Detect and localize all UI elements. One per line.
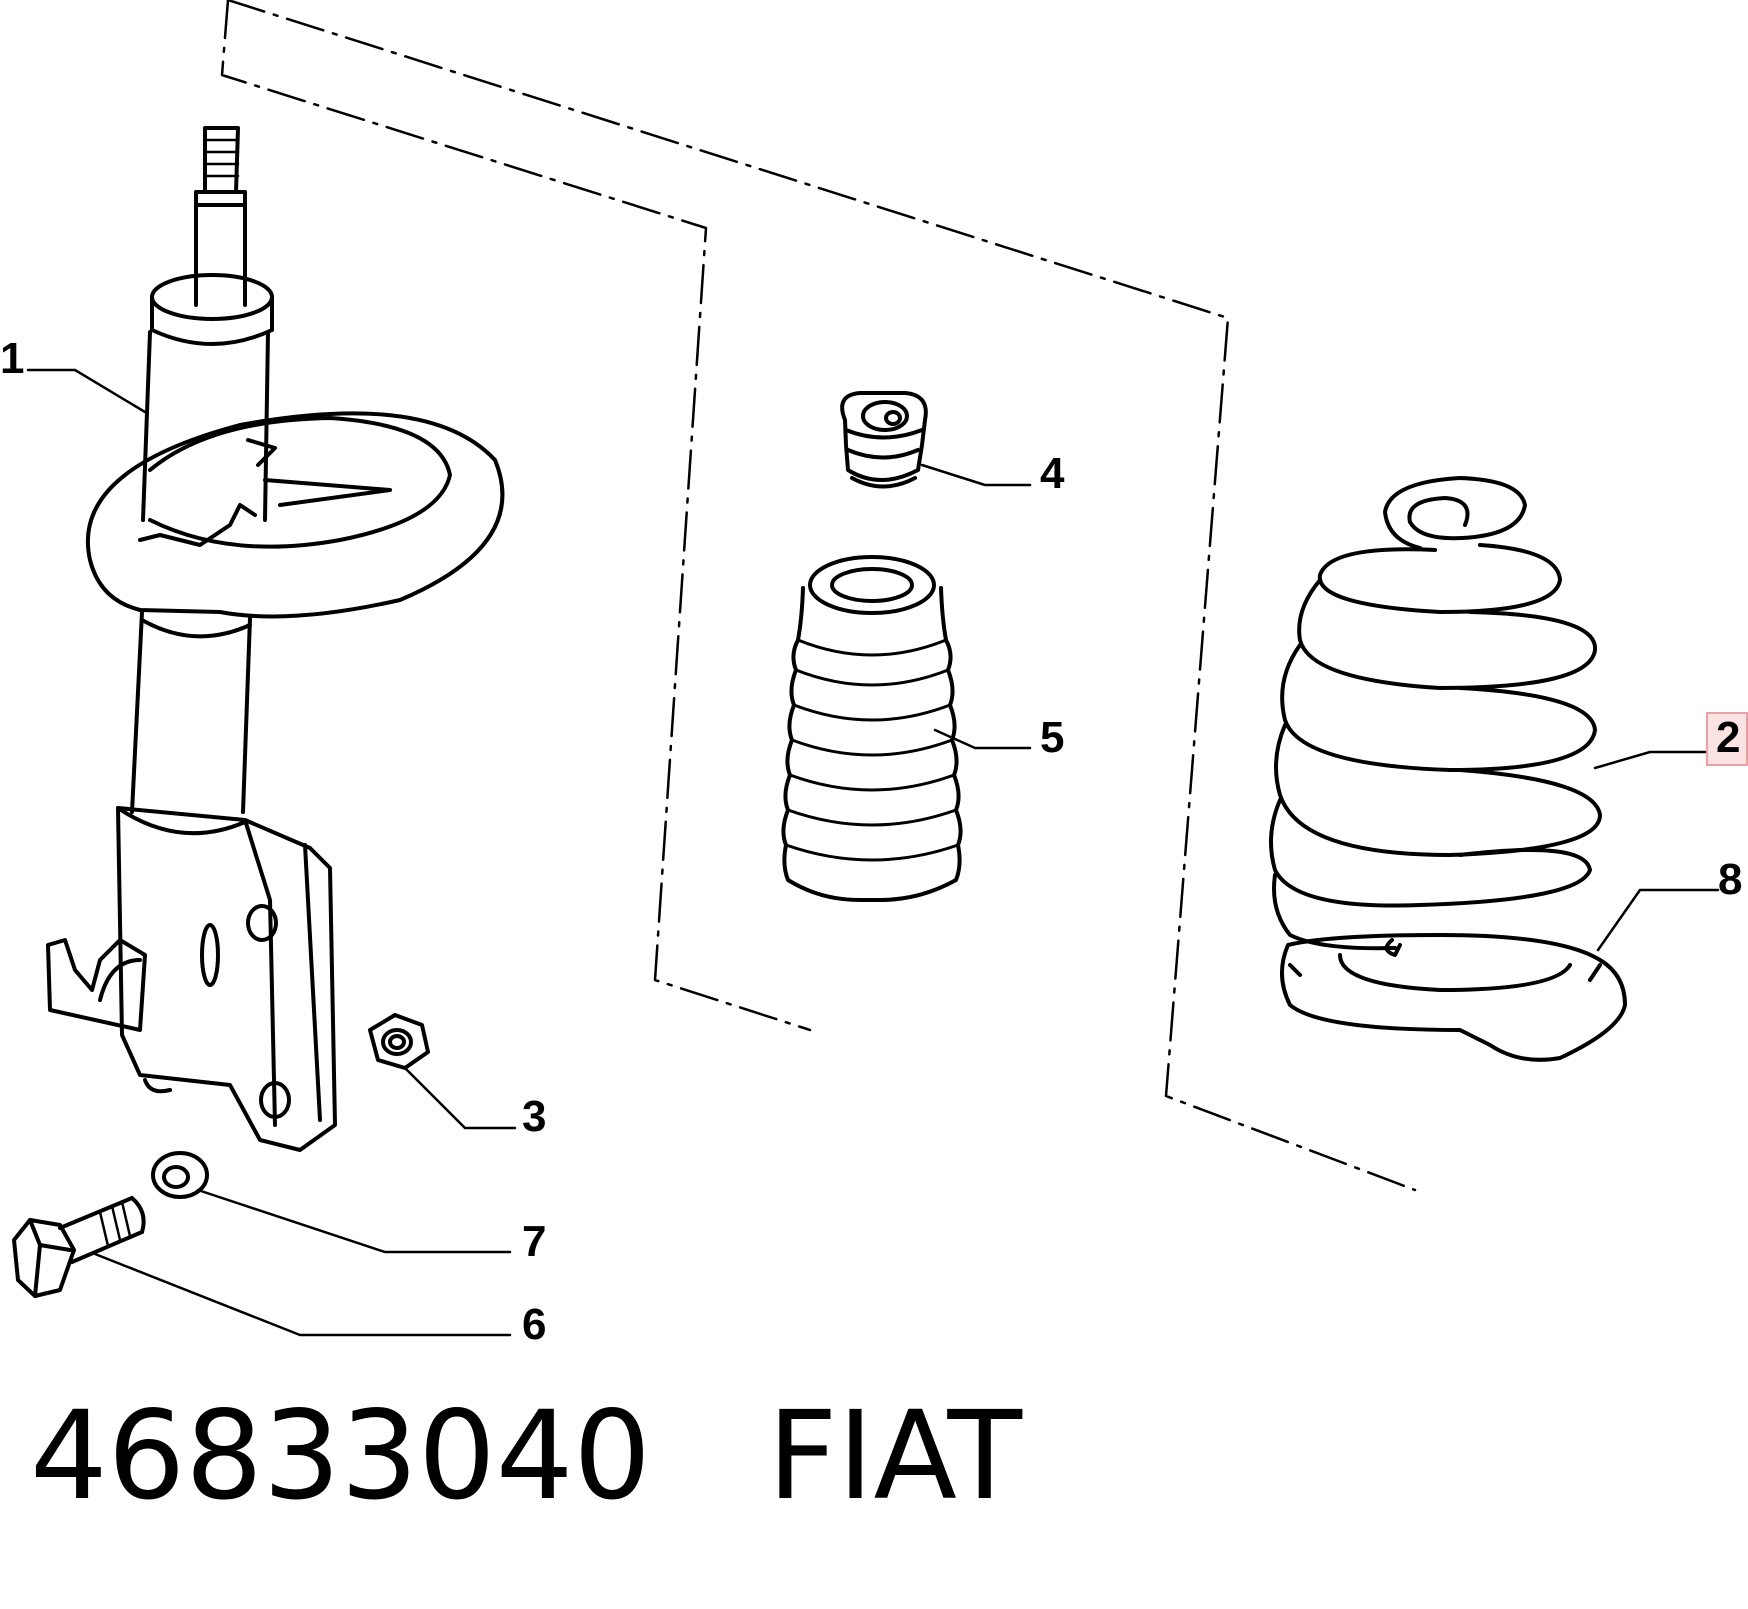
callout-8-spring-seat: 8 xyxy=(1718,855,1743,904)
callout-3-nut: 3 xyxy=(522,1092,547,1141)
part-number: 46833040 xyxy=(30,1385,651,1527)
spring-seat xyxy=(1279,933,1627,1062)
assembly-lines xyxy=(220,0,1417,1192)
leader-4 xyxy=(920,463,1032,487)
coil-spring xyxy=(1269,476,1602,951)
dust-boot xyxy=(781,555,963,902)
leader-3 xyxy=(403,1066,517,1130)
leader-5 xyxy=(933,728,1032,750)
bump-stop xyxy=(840,391,928,489)
callout-7-washer: 7 xyxy=(522,1217,547,1266)
strut-assembly xyxy=(46,126,505,1152)
bolt xyxy=(12,1196,146,1298)
callout-6-bolt: 6 xyxy=(522,1300,547,1349)
caption: 46833040 FIAT xyxy=(30,1395,1022,1517)
callout-5-dust-boot: 5 xyxy=(1040,713,1065,762)
leader-8 xyxy=(1596,888,1720,952)
leader-1 xyxy=(26,368,147,414)
leader-6 xyxy=(93,1252,512,1337)
brand-name: FIAT xyxy=(767,1385,1022,1527)
callout-2-spring: 2 xyxy=(1706,712,1748,766)
leader-7 xyxy=(196,1188,512,1254)
washer xyxy=(151,1151,209,1199)
nut xyxy=(368,1013,430,1070)
callout-4-bump-stop: 4 xyxy=(1040,449,1065,498)
callout-1-strut: 1 xyxy=(0,334,25,383)
leader-lines xyxy=(26,368,1720,1337)
leader-2 xyxy=(1593,750,1707,770)
